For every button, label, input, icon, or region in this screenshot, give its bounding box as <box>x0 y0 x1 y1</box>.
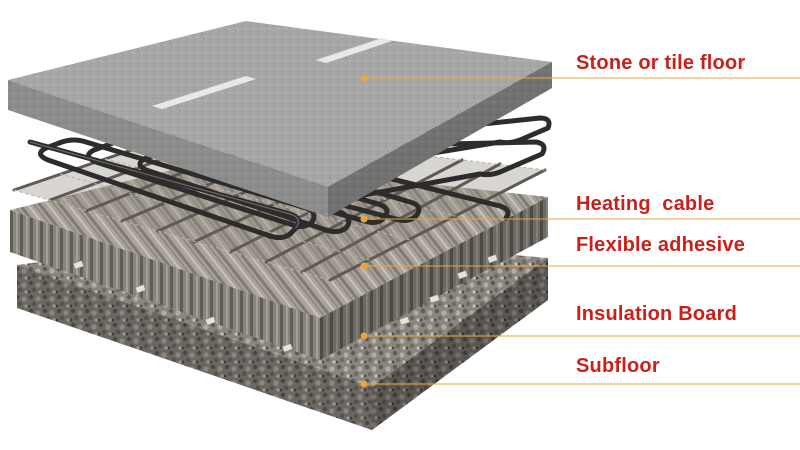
label-subfloor: Subfloor <box>576 355 660 377</box>
leader-lines <box>364 77 800 385</box>
leader-markers <box>360 74 368 388</box>
stone-tile-floor-layer <box>8 21 552 217</box>
label-heating-cable: Heating cable <box>576 193 715 215</box>
label-insulation-board: Insulation Board <box>576 303 737 325</box>
label-stone-tile-floor: Stone or tile floor <box>576 52 746 74</box>
label-flexible-adhesive: Flexible adhesive <box>576 234 746 256</box>
